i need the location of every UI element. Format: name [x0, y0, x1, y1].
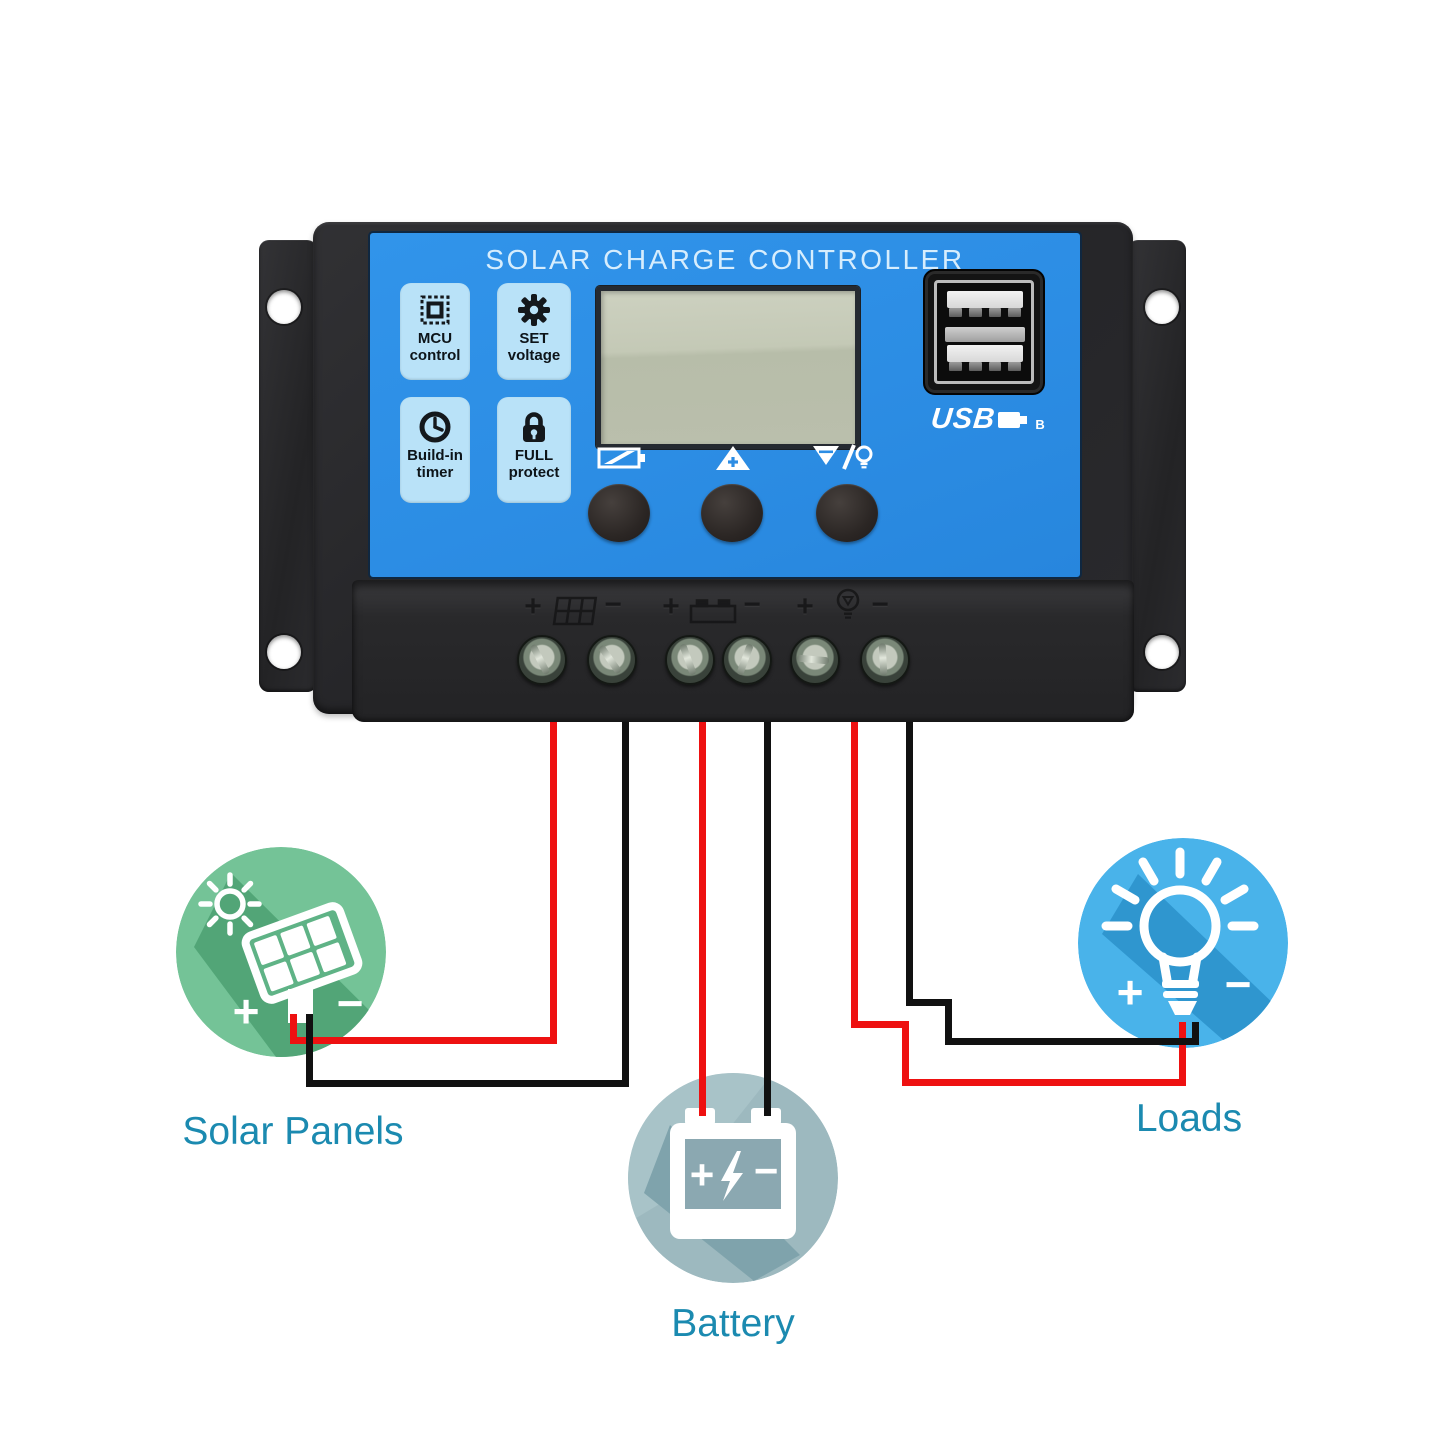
feature-label: FULL	[514, 447, 554, 464]
wire-solar-negative	[306, 1080, 629, 1087]
wire-load-negative	[1192, 1022, 1199, 1045]
load-minus-mark: −	[871, 588, 889, 621]
usb-text: USB	[929, 403, 998, 435]
solar-panels-label: Solar Panels	[182, 1110, 404, 1153]
usb-pins	[949, 362, 1021, 371]
button-battery-mode	[588, 484, 650, 542]
down-arrow-lamp-icon	[813, 444, 873, 470]
solar-panels-node: + −	[176, 847, 386, 1057]
battery-icon	[689, 599, 737, 624]
feature-label: protect	[508, 464, 560, 481]
lightning-icon	[721, 1151, 743, 1201]
light-bulb-icon	[1101, 847, 1259, 985]
wire-battery-negative	[764, 708, 771, 1116]
solar-minus-mark: −	[337, 977, 364, 1029]
battery-plus-mark: +	[662, 590, 680, 623]
usb-divider	[945, 327, 1025, 342]
wire-load-negative	[945, 999, 952, 1045]
mounting-hole	[1145, 290, 1179, 324]
lamp-icon	[836, 588, 860, 619]
solar-minus-mark: −	[604, 588, 622, 621]
wire-load-positive	[902, 1021, 909, 1086]
usb-port-frame	[934, 280, 1034, 384]
wire-load-negative	[906, 999, 952, 1006]
up-arrow-plus-icon	[716, 446, 750, 470]
feature-label: timer	[416, 464, 454, 481]
wire-solar-positive	[290, 1014, 297, 1044]
wire-battery-positive	[699, 708, 706, 1116]
feature-full-protect: FULL protect	[497, 397, 571, 503]
battery-minus-mark: −	[754, 1147, 779, 1194]
usb-tongue	[947, 345, 1023, 362]
usb-pins	[949, 308, 1021, 317]
load-plus-mark: +	[796, 590, 814, 623]
terminal-screw	[722, 635, 772, 685]
controller-faceplate: SOLAR CHARGE CONTROLLER MCU control	[368, 231, 1082, 579]
wire-solar-positive	[290, 1037, 557, 1044]
battery-indicator-icon	[597, 447, 645, 469]
usb-plug-icon	[998, 411, 1028, 428]
feature-label: control	[409, 347, 461, 364]
solar-panel-icon	[552, 596, 598, 626]
terminal-screw	[587, 635, 637, 685]
terminal-screw	[665, 635, 715, 685]
wire-load-positive	[1179, 1022, 1186, 1086]
solar-plus-mark: +	[233, 985, 260, 1037]
wire-solar-negative	[622, 708, 629, 1087]
gear-icon	[518, 294, 550, 326]
feature-label: MCU	[417, 330, 453, 347]
terminal-screw	[790, 635, 840, 685]
solar-plus-mark: +	[524, 590, 542, 623]
terminal-screw	[517, 635, 567, 685]
button-load-mode	[816, 484, 878, 542]
chip-icon	[420, 295, 450, 325]
clock-icon	[419, 411, 451, 443]
loads-label: Loads	[1135, 1097, 1243, 1140]
mounting-hole	[267, 635, 301, 669]
feature-label: SET	[519, 330, 549, 347]
terminal-screw	[860, 635, 910, 685]
usb-label: USB B	[923, 403, 1053, 436]
feature-label: Build-in	[407, 447, 463, 464]
device-title: SOLAR CHARGE CONTROLLER	[485, 244, 965, 275]
button-set-up	[701, 484, 763, 542]
wire-load-positive	[902, 1079, 1186, 1086]
mounting-hole	[1145, 635, 1179, 669]
solar-panel-icon	[241, 902, 363, 1004]
usb-suffix: B	[1035, 417, 1045, 432]
lcd-screen	[596, 286, 860, 449]
terminal-block: + − + − +	[352, 580, 1134, 722]
dual-usb-port	[923, 269, 1045, 395]
wire-load-negative	[906, 708, 913, 1006]
wire-load-positive	[851, 708, 858, 1028]
usb-tongue	[947, 291, 1023, 308]
wire-solar-positive	[550, 708, 557, 1044]
bulb-base	[1162, 980, 1199, 1015]
battery-minus-mark: −	[743, 588, 761, 621]
wire-solar-negative	[306, 1014, 313, 1087]
loads-minus-mark: −	[1225, 958, 1252, 1010]
wire-load-positive	[851, 1021, 909, 1028]
lock-icon	[523, 412, 545, 442]
battery-plus-mark: +	[690, 1151, 715, 1198]
loads-node: + −	[1078, 838, 1288, 1048]
mounting-hole	[267, 290, 301, 324]
feature-set-voltage: SET voltage	[497, 283, 571, 380]
loads-plus-mark: +	[1117, 966, 1144, 1018]
feature-mcu-control: MCU control	[400, 283, 470, 380]
car-battery-icon: + −	[670, 1108, 796, 1239]
sun-icon	[198, 872, 262, 936]
feature-label: voltage	[507, 347, 561, 364]
battery-label: Battery	[671, 1302, 795, 1345]
feature-build-in-timer: Build-in timer	[400, 397, 470, 503]
battery-node: + −	[628, 1073, 838, 1283]
wire-load-negative	[945, 1038, 1199, 1045]
